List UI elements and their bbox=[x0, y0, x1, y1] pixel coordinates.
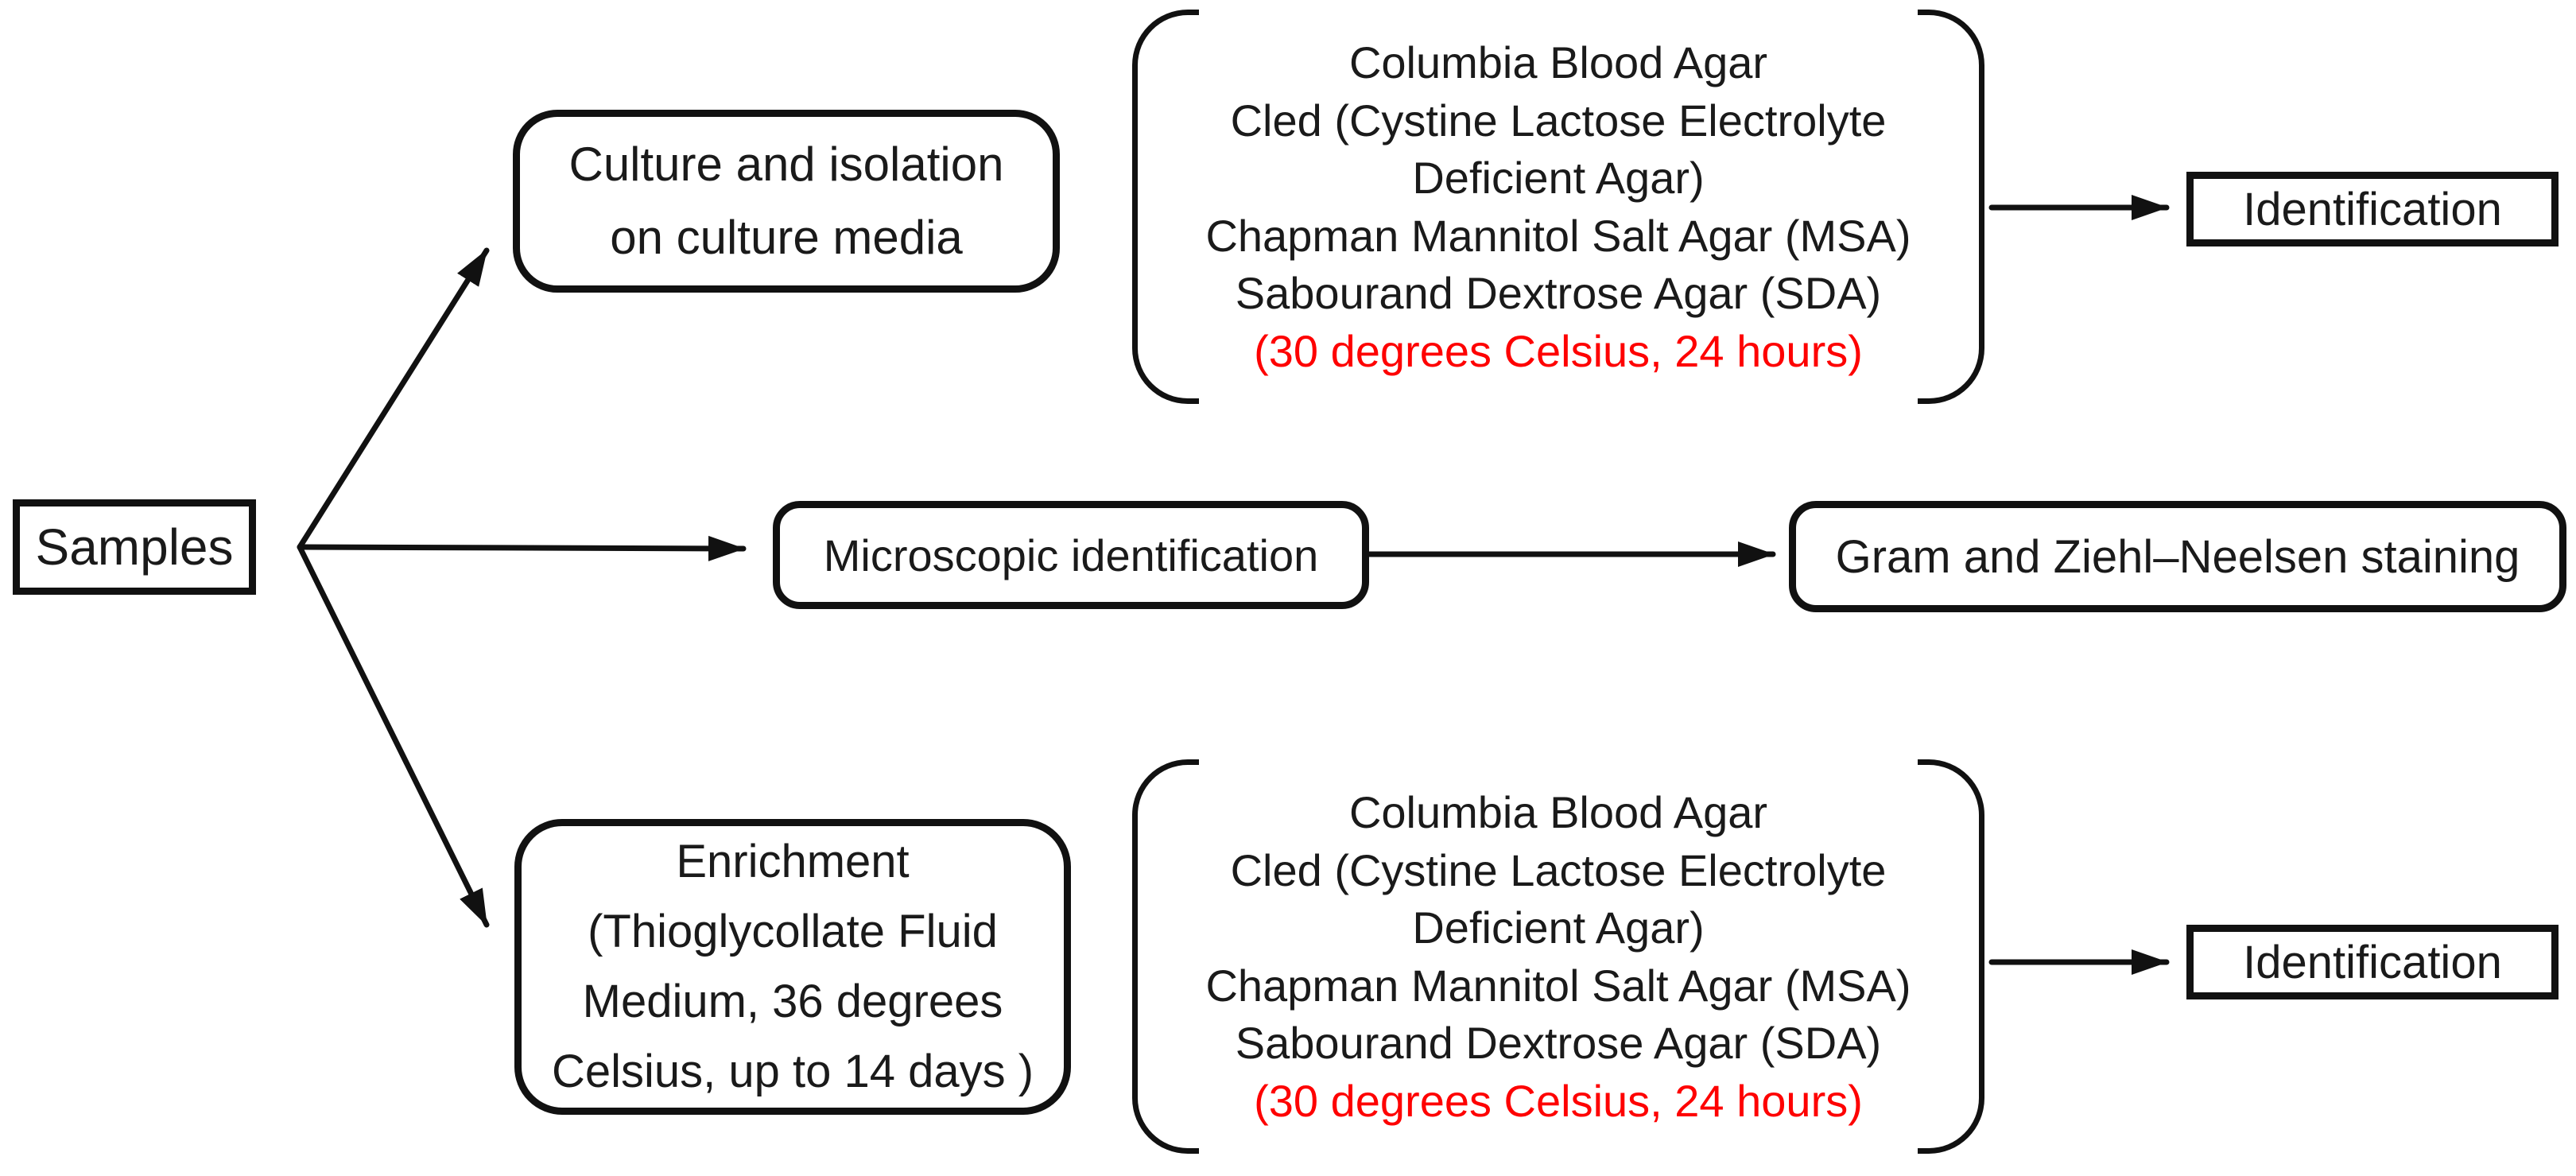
left-parenthesis bbox=[1132, 759, 1199, 1154]
identification-box-top: Identification bbox=[2186, 172, 2559, 246]
text-line: Sabourand Dextrose Agar (SDA) bbox=[1235, 1018, 1882, 1069]
samples-label: Samples bbox=[35, 518, 234, 576]
right-parenthesis bbox=[1918, 10, 1984, 404]
gram-ziehl-neelsen-label: Gram and Ziehl–Neelsen staining bbox=[1835, 530, 2520, 583]
arrow-samples-to-microscopy bbox=[297, 535, 747, 561]
text-line: Deficient Agar) bbox=[1412, 153, 1705, 204]
microscopic-identification-label: Microscopic identification bbox=[823, 530, 1319, 580]
text-line: Sabourand Dextrose Agar (SDA) bbox=[1235, 268, 1882, 319]
identification-box-bottom: Identification bbox=[2186, 925, 2559, 999]
identification-label-top: Identification bbox=[2243, 183, 2502, 235]
text-line: Enrichment bbox=[676, 836, 910, 887]
text-line: Culture and isolation bbox=[568, 138, 1004, 191]
samples-box: Samples bbox=[13, 499, 256, 595]
gram-ziehl-neelsen-box: Gram and Ziehl–Neelsen staining bbox=[1789, 501, 2566, 612]
arrow-samples-to-culture bbox=[297, 247, 490, 550]
text-line: Cled (Cystine Lactose Electrolyte bbox=[1230, 95, 1887, 146]
text-line: Columbia Blood Agar bbox=[1348, 37, 1768, 87]
text-line: Cled (Cystine Lactose Electrolyte bbox=[1230, 844, 1887, 895]
text-line: on culture media bbox=[610, 211, 963, 264]
microscopic-identification-box: Microscopic identification bbox=[773, 501, 1369, 609]
arrow-samples-to-enrichment bbox=[297, 544, 490, 928]
identification-label-bottom: Identification bbox=[2243, 936, 2502, 988]
right-parenthesis bbox=[1918, 759, 1984, 1154]
text-line: (Thioglycollate Fluid bbox=[588, 906, 998, 957]
text-line: Deficient Agar) bbox=[1412, 902, 1705, 953]
text-line: (30 degrees Celsius, 24 hours) bbox=[1254, 325, 1863, 376]
text-line: Columbia Blood Agar bbox=[1348, 787, 1768, 837]
text-line: (30 degrees Celsius, 24 hours) bbox=[1254, 1075, 1863, 1126]
culture-isolation-box: Culture and isolation on culture media bbox=[513, 110, 1060, 293]
text-line: Medium, 36 degrees bbox=[582, 976, 1003, 1027]
left-parenthesis bbox=[1132, 10, 1199, 404]
text-line: Chapman Mannitol Salt Agar (MSA) bbox=[1205, 210, 1911, 261]
text-line: Chapman Mannitol Salt Agar (MSA) bbox=[1205, 960, 1911, 1011]
text-line: Celsius, up to 14 days ) bbox=[551, 1046, 1034, 1097]
